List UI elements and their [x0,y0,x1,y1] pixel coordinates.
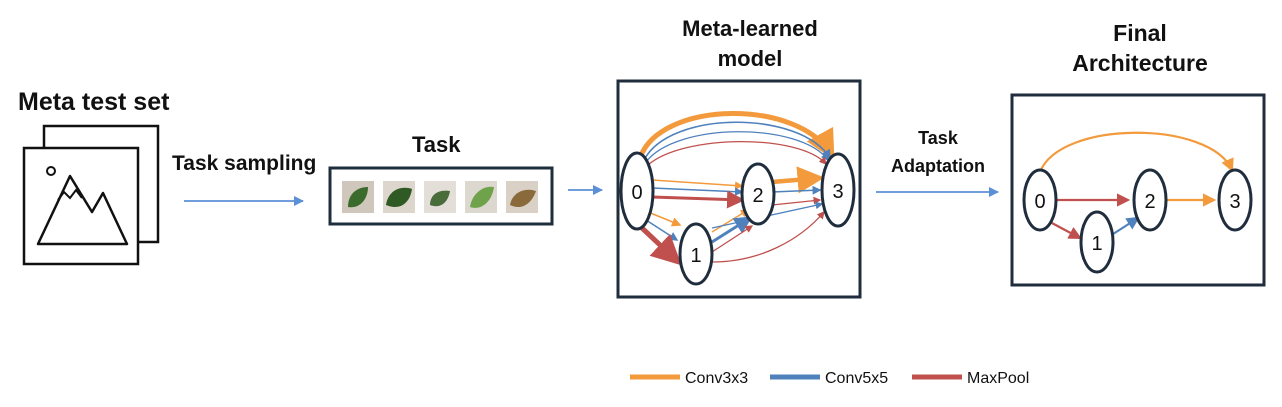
final-node-3: 3 [1217,168,1253,232]
meta-node-2: 2 [740,162,776,226]
svg-text:MaxPool: MaxPool [967,370,1029,387]
meta-test-set-title: Meta test set [18,88,170,116]
task-adaptation-label: Task Adaptation [868,124,1008,180]
final-architecture-line1: Final [1113,20,1167,46]
meta-learned-model-line1: Meta-learned [682,16,818,41]
meta-node-1: 1 [678,222,714,286]
final-node-1: 1 [1079,210,1115,274]
svg-text:2: 2 [752,185,763,207]
meta-model-edges [637,111,835,266]
svg-text:Conv5x5: Conv5x5 [825,370,888,387]
task-title: Task [412,132,461,157]
meta-node-3: 3 [820,152,856,228]
task-image-leaf-4 [465,181,497,213]
legend: Conv3x3 Conv5x5 MaxPool [630,370,1029,387]
svg-text:1: 1 [1091,233,1102,255]
svg-text:1: 1 [690,245,701,267]
meta-learned-model-title: Meta-learned model [660,14,840,74]
meta-node-0: 0 [619,151,655,231]
svg-text:3: 3 [1229,191,1240,213]
task-adaptation-line2: Adaptation [891,156,985,176]
svg-text:0: 0 [1034,191,1045,213]
task-image-leaf-2 [383,181,415,213]
task-sampling-label: Task sampling [172,152,317,175]
image-stack-icon [22,124,160,266]
final-architecture-title: Final Architecture [1040,18,1240,78]
task-images [342,181,542,215]
final-node-2: 2 [1132,168,1168,232]
final-architecture-line2: Architecture [1072,50,1208,76]
final-architecture-nodes: 0 1 2 3 [1022,168,1253,274]
svg-text:Conv3x3: Conv3x3 [685,370,748,387]
svg-text:3: 3 [832,181,843,203]
task-image-leaf-5 [506,181,538,213]
task-adaptation-line1: Task [918,128,958,148]
meta-model-nodes: 0 1 2 3 [619,151,856,286]
task-image-leaf-3 [424,181,456,213]
legend-item-conv5x5: Conv5x5 [770,370,888,387]
final-node-0: 0 [1022,168,1058,232]
task-image-leaf-1 [342,181,374,213]
legend-item-conv3x3: Conv3x3 [630,370,748,387]
final-architecture-edges [1038,131,1234,240]
svg-text:0: 0 [631,182,642,204]
svg-text:2: 2 [1144,191,1155,213]
meta-learned-model-line2: model [717,46,783,71]
legend-item-maxpool: MaxPool [912,370,1029,387]
